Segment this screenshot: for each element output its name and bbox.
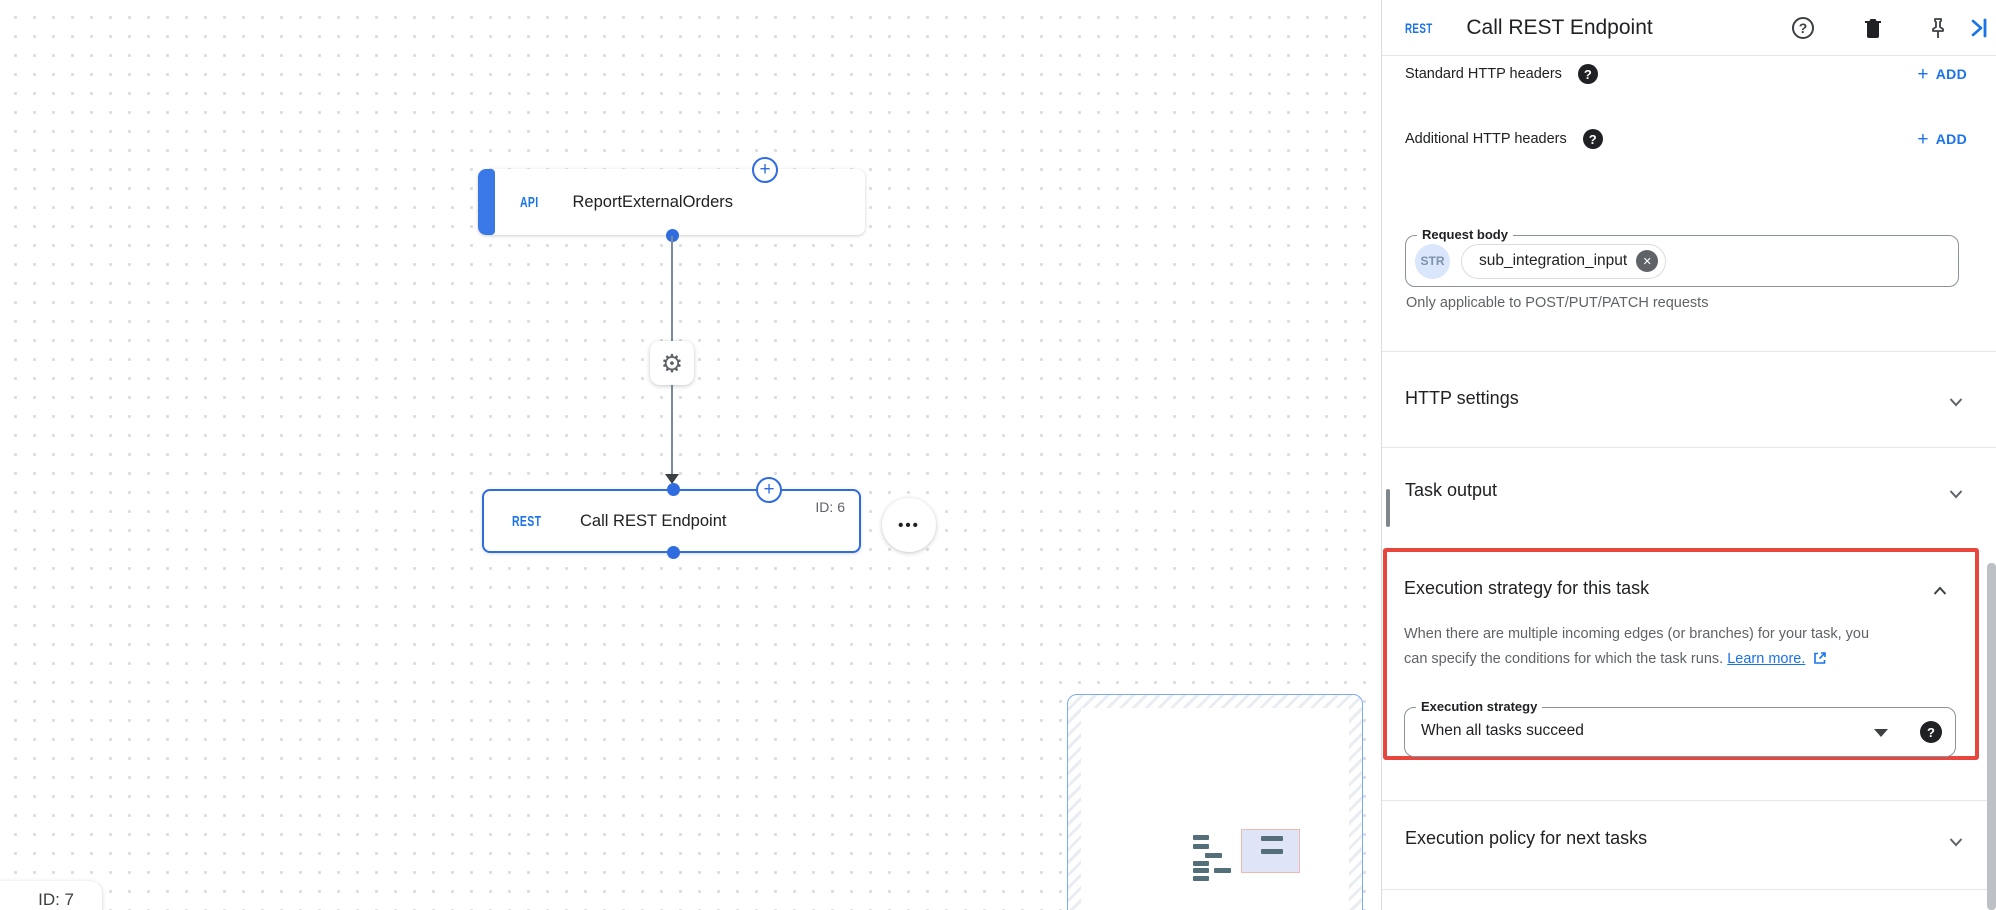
node-report-external-orders[interactable]: API ReportExternalOrders + [478,157,865,242]
node-label: Call REST Endpoint [580,511,727,530]
expand-execution-policy-button[interactable] [1947,833,1963,849]
variable-chip[interactable]: sub_integration_input ✕ [1461,243,1667,279]
learn-more-link[interactable]: Learn more. [1727,651,1806,667]
help-icon[interactable]: ? [1577,64,1598,84]
standard-headers-row: Standard HTTP headers ? + ADD [1405,60,1996,88]
panel-header: REST Call REST Endpoint ? [1382,0,1996,56]
rest-badge: REST [1405,19,1433,36]
add-label: ADD [1935,66,1967,82]
collapse-right-icon [1971,18,1987,38]
help-button[interactable]: ? [1790,15,1816,41]
execution-strategy-description: When there are multiple incoming edges (… [1404,622,1888,672]
execution-strategy-select[interactable]: Execution strategy When all tasks succee… [1404,699,1956,757]
external-link-icon [1814,652,1827,664]
request-body-helper: Only applicable to POST/PUT/PATCH reques… [1406,295,1709,311]
http-settings-section[interactable]: HTTP settings [1405,388,1519,408]
chevron-down-icon [1949,398,1963,407]
integration-canvas[interactable]: API ReportExternalOrders + ⚙ REST Call R… [0,0,1381,910]
help-icon: ? [1792,17,1814,39]
execution-strategy-section[interactable]: Execution strategy for this task [1404,578,1650,598]
ellipsis-icon: ••• [898,516,920,534]
add-task-button[interactable]: + [752,157,778,183]
note-illustration-icon [1241,829,1300,873]
request-body-label: Request body [1417,227,1513,243]
node-more-actions-button[interactable]: ••• [882,498,936,552]
plus-icon: + [1917,128,1929,150]
string-type-chip: STR [1415,243,1450,279]
add-task-button[interactable]: + [756,477,782,503]
output-port[interactable] [667,546,680,559]
node-label: ReportExternalOrders [572,192,733,211]
drop-zone-inner [1081,708,1349,910]
help-icon[interactable]: ? [1920,721,1942,743]
panel-scrollbar[interactable] [1987,563,1996,910]
execution-strategy-label: Execution strategy [1416,699,1543,715]
divider [1382,351,1996,352]
additional-headers-label: Additional HTTP headers [1405,131,1567,147]
pin-icon [1932,18,1944,38]
node-accent-bar [478,169,495,235]
node-partial-bottom-left[interactable]: ID: 7 [0,881,102,910]
dropdown-caret-icon[interactable] [1874,729,1888,737]
divider [1382,800,1996,801]
chevron-down-icon [1949,490,1963,499]
task-config-panel: REST Call REST Endpoint ? [1381,0,1996,910]
add-label: ADD [1935,131,1967,147]
variable-chip-label: sub_integration_input [1479,252,1628,269]
remove-variable-button[interactable]: ✕ [1636,250,1659,272]
delete-task-button[interactable] [1860,15,1886,41]
expand-task-output-button[interactable] [1947,485,1963,501]
divider [1382,889,1996,890]
chevron-up-icon [1933,586,1947,595]
close-icon: ✕ [1642,255,1652,268]
standard-headers-label: Standard HTTP headers [1405,66,1562,82]
add-standard-header-button[interactable]: + ADD [1917,65,1967,84]
api-badge: API [520,193,539,211]
node-id-label: ID: 6 [815,499,845,515]
collapse-execution-strategy-button[interactable] [1931,582,1949,605]
chevron-down-icon [1949,838,1963,847]
help-icon[interactable]: ? [1582,129,1603,149]
execution-strategy-value: When all tasks succeed [1421,722,1584,739]
node-call-rest-endpoint[interactable]: REST Call REST Endpoint ID: 6 + [482,477,861,559]
additional-headers-row: Additional HTTP headers ? + ADD [1405,125,1996,153]
task-output-section[interactable]: Task output [1405,480,1498,500]
node-id-label: ID: 7 [38,890,74,909]
rest-badge: REST [512,512,542,530]
request-body-field[interactable]: Request body STR sub_integration_input ✕ [1405,227,1959,287]
plus-icon: + [1917,63,1929,85]
description-text: When there are multiple incoming edges (… [1404,626,1870,667]
panel-title: Call REST Endpoint [1466,15,1653,39]
input-port[interactable] [667,483,680,496]
panel-scroll-indicator[interactable] [1386,489,1390,527]
collapse-panel-button[interactable] [1966,15,1992,41]
add-additional-header-button[interactable]: + ADD [1917,130,1967,149]
output-port[interactable] [666,229,679,242]
edge-arrowhead-icon [665,474,679,484]
expand-http-settings-button[interactable] [1947,393,1963,409]
divider [1382,447,1996,448]
edge-config-button[interactable]: ⚙ [650,341,694,385]
gear-icon: ⚙ [660,348,684,378]
trash-icon [1865,19,1881,38]
execution-strategy-highlight-box: Execution strategy for this task When th… [1383,548,1979,760]
group-drop-zone[interactable] [1067,694,1363,910]
task-list-illustration-icon [1081,708,1349,910]
pin-panel-button[interactable] [1925,15,1951,41]
execution-policy-section[interactable]: Execution policy for next tasks [1405,828,1648,848]
